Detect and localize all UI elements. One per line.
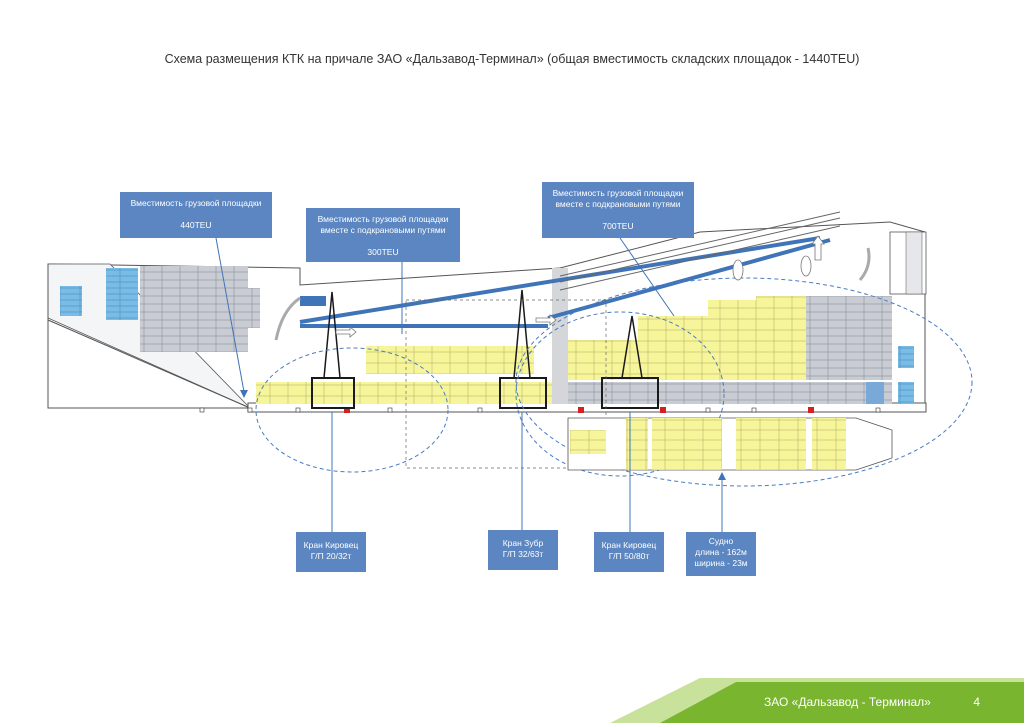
callout-vessel-title: Судно: [708, 536, 734, 546]
vessel-hull: [567, 417, 893, 471]
crane-frame-1: [311, 377, 355, 409]
callout-vessel: Судно длина - 162м ширина - 23м: [686, 532, 756, 576]
callout-crane-2-capacity: Г/П 32/63т: [502, 549, 544, 559]
container-block-east-gray: [806, 296, 892, 380]
callout-area-east: Вместимость грузовой площадки вместе с п…: [542, 182, 694, 238]
vessel-cargo-2: [626, 418, 648, 470]
crane-mast-1: [323, 291, 341, 379]
container-block-center-yellow: [366, 346, 534, 374]
crane-rail-upper: [299, 236, 821, 324]
container-block-east-yellow-3: [708, 300, 762, 380]
crane-mast-2: [513, 289, 531, 379]
callout-crane-1-capacity: Г/П 20/32т: [310, 551, 352, 561]
callout-area-west-label: Вместимость грузовой площадки: [130, 198, 262, 208]
callout-area-center-value: 300TEU: [367, 247, 399, 257]
container-block-west-blue: [106, 268, 138, 320]
callout-area-center: Вместимость грузовой площадки вместе с п…: [306, 208, 460, 262]
vessel-cargo-4: [736, 418, 806, 470]
crane-rail-lower: [547, 238, 831, 320]
page-number: 4: [973, 695, 980, 709]
callout-crane-1: Кран Кировец Г/П 20/32т: [296, 532, 366, 572]
vessel-cargo-1: [570, 430, 606, 454]
flow-arrow-3: [811, 235, 825, 261]
callout-area-center-label2: вместе с подкрановыми путями: [320, 225, 446, 235]
flow-arrow-2: [535, 314, 557, 326]
callout-crane-1-name: Кран Кировец: [303, 540, 359, 550]
callout-crane-2: Кран Зубр Г/П 32/63т: [488, 530, 558, 570]
crane-mast-3: [621, 315, 643, 379]
callout-crane-2-name: Кран Зубр: [502, 538, 544, 548]
crane-frame-3: [601, 377, 659, 409]
container-block-west-blue-steps: [60, 286, 82, 316]
callout-area-east-label1: Вместимость грузовой площадки: [552, 188, 684, 198]
vessel-cargo-5: [812, 418, 846, 470]
crane-radius-1: [255, 347, 449, 473]
callout-area-east-value: 700TEU: [602, 221, 634, 231]
crane-radius-3: [515, 277, 973, 487]
callout-vessel-length: длина - 162м: [695, 547, 747, 557]
callout-crane-3: Кран Кировец Г/П 50/80т: [594, 532, 664, 572]
container-row-quay-yellow: [256, 382, 552, 404]
container-block-west-gray: [140, 266, 248, 352]
callout-crane-3-name: Кран Кировец: [601, 540, 657, 550]
connector-area1: [215, 237, 245, 393]
connector-area3: [619, 237, 675, 317]
vessel-cargo-3: [652, 418, 722, 470]
footer-green-band: [660, 682, 1024, 723]
callout-crane-3-capacity: Г/П 50/80т: [608, 551, 650, 561]
callout-area-west-value: 440TEU: [180, 220, 212, 230]
footer-company-name: ЗАО «Дальзавод - Терминал»: [764, 695, 931, 709]
callout-area-east-label2: вместе с подкрановыми путями: [555, 199, 681, 209]
container-block-east-yellow-4: [756, 296, 806, 380]
callout-area-west: Вместимость грузовой площадки 440TEU: [120, 192, 272, 238]
callout-vessel-width: ширина - 23м: [694, 558, 748, 568]
crane-radius-2: [515, 311, 725, 477]
page-title: Схема размещения КТК на причале ЗАО «Дал…: [164, 52, 860, 66]
flow-arrow-1: [335, 326, 357, 338]
callout-area-center-label1: Вместимость грузовой площадки: [317, 214, 449, 224]
container-block-east-yellow-2: [638, 316, 708, 380]
